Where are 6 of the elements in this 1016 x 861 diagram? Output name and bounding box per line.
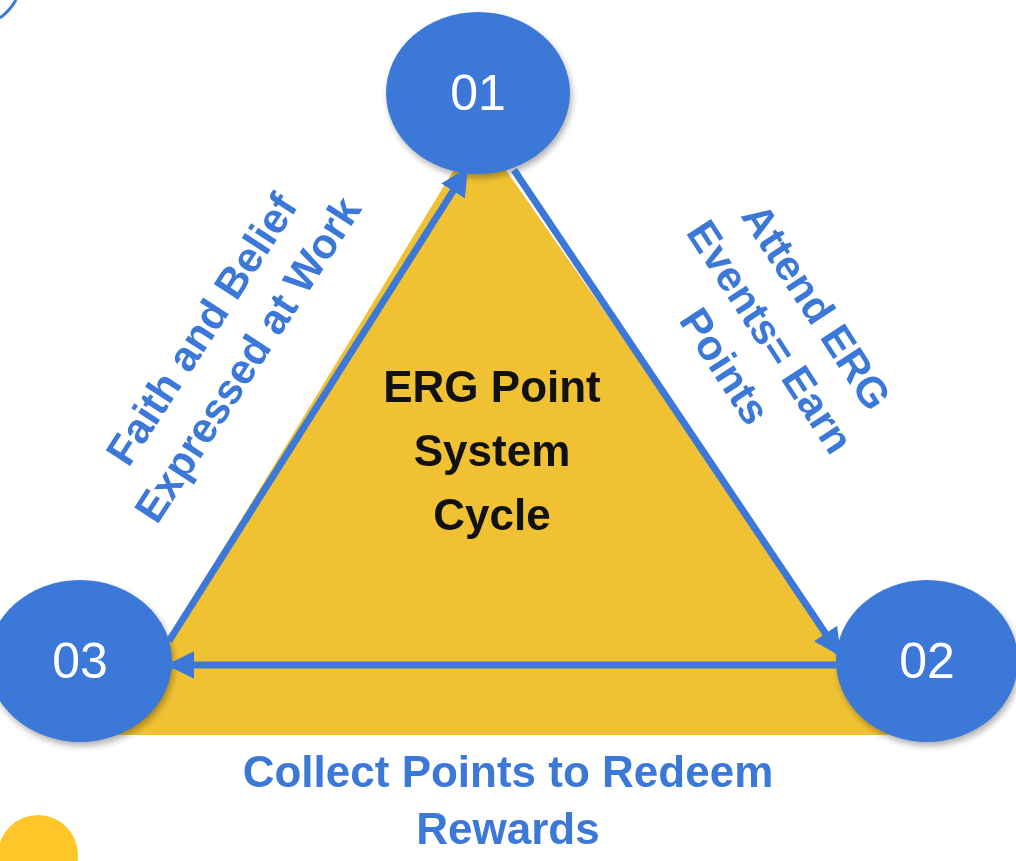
number-circle: 03	[0, 580, 172, 742]
arrow	[511, 168, 842, 657]
edge-label: Collect Points to Redeem Rewards	[241, 745, 775, 855]
diagram-title: ERG Point System Cycle	[382, 361, 602, 541]
number-circle: 02	[836, 580, 1016, 742]
number-circle: 01	[386, 12, 570, 174]
